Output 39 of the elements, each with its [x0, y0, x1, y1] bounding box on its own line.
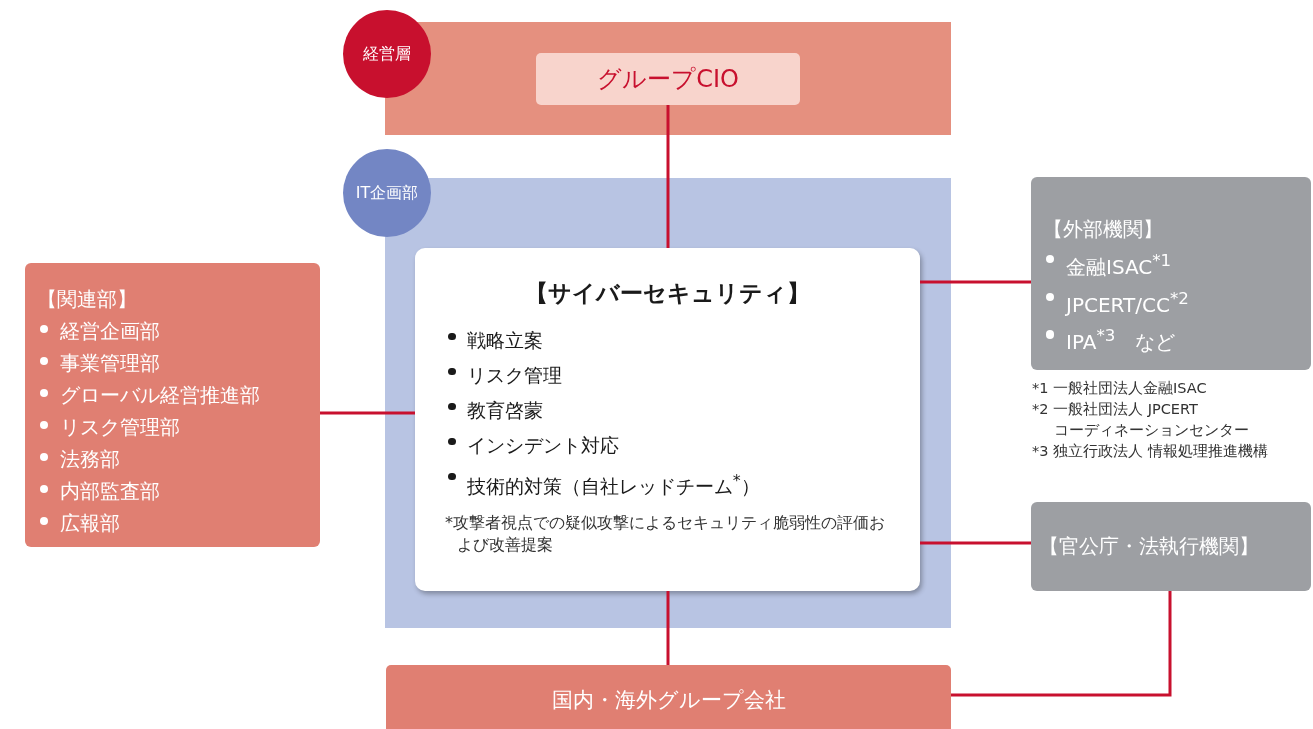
- external-organizations-panel: [1031, 177, 1311, 370]
- list-item: JPCERT/CC$^{*2}$: [1043, 282, 1303, 321]
- panel-heading: 【官公庁・法執行機関】: [1039, 533, 1259, 560]
- footnote-text: *2 一般社団法人 JPCERT コーディネーションセンター: [1032, 400, 1251, 441]
- list-item: 戦略立案: [445, 323, 900, 358]
- panel-heading: 【関連部】: [37, 286, 138, 313]
- list-item: IPA$^{*3}$ など: [1043, 320, 1303, 358]
- list-item: 技術的対策（自社レッドチーム$^{*}$）: [445, 463, 900, 505]
- list-item: 事業管理部: [37, 347, 308, 379]
- list-item: 法務部: [37, 443, 308, 475]
- list-item: グローバル経営推進部: [37, 379, 308, 411]
- circle-label: IT企画部: [343, 149, 431, 237]
- connector-line: [951, 591, 1172, 697]
- role-box: [536, 53, 800, 105]
- role-label: グループCIO: [597, 64, 739, 95]
- connector-line: [920, 541, 1031, 545]
- connector-line: [666, 105, 670, 248]
- list-item: リスク管理: [445, 358, 900, 393]
- panel-heading: 【外部機関】: [1043, 216, 1164, 243]
- list-item: 内部監査部: [37, 475, 308, 507]
- connector-line: [920, 280, 1031, 284]
- list-item: インシデント対応: [445, 428, 900, 463]
- group-companies-band: [386, 665, 951, 729]
- connector-line: [666, 591, 670, 665]
- function-card: [415, 248, 920, 591]
- note-text: *攻撃者視点での疑似攻撃によるセキュリティ脆弱性の評価および改善提案: [445, 512, 886, 557]
- list-item: 教育啓蒙: [445, 393, 900, 428]
- list-item: 広報部: [37, 507, 308, 539]
- list-item: 経営企画部: [37, 315, 308, 347]
- related-departments-panel: [25, 263, 320, 547]
- band-label: 国内・海外グループ会社: [551, 687, 786, 714]
- connector-line: [320, 411, 415, 415]
- list-item: リスク管理部: [37, 411, 308, 443]
- circle-label: 経営層: [343, 10, 431, 98]
- list-item: 金融ISAC$^{*1}$: [1043, 245, 1303, 283]
- card-heading: 【サイバーセキュリティ】: [524, 279, 811, 308]
- footnote-text: *3 独立行政法人 情報処理推進機構: [1032, 442, 1269, 462]
- footnote-text: *1 一般社団法人金融ISAC: [1032, 379, 1208, 398]
- government-panel: [1031, 502, 1311, 591]
